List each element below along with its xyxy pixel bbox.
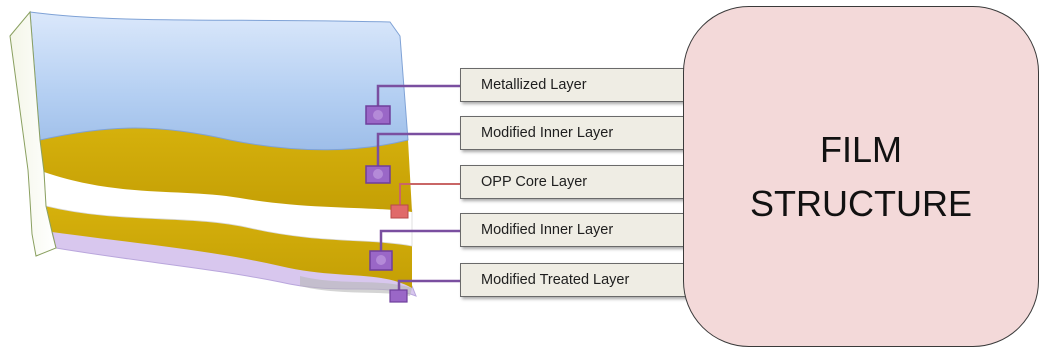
connector-1 <box>376 84 460 112</box>
metallized-layer-shape <box>29 11 409 151</box>
marker-3 <box>390 204 409 219</box>
connector-4 <box>379 229 460 258</box>
connector-2 <box>376 132 460 172</box>
inner-layer-lower-shape <box>46 204 412 288</box>
label-modified-inner-layer-lower: Modified Inner Layer <box>460 213 686 247</box>
label-opp-core-layer: OPP Core Layer <box>460 165 686 199</box>
title-line-1: FILM <box>819 128 902 170</box>
film-structure-title: FILM STRUCTURE <box>683 6 1039 347</box>
marker-5 <box>389 289 408 303</box>
label-modified-treated-layer: Modified Treated Layer <box>460 263 686 297</box>
title-line-2: STRUCTURE <box>750 182 972 224</box>
film-edge <box>9 10 57 257</box>
layer-markers <box>365 105 409 303</box>
inner-layer-upper-shape <box>40 126 412 212</box>
label-metallized-layer: Metallized Layer <box>460 68 686 102</box>
connector-3 <box>399 183 460 208</box>
label-modified-inner-layer-upper: Modified Inner Layer <box>460 116 686 150</box>
